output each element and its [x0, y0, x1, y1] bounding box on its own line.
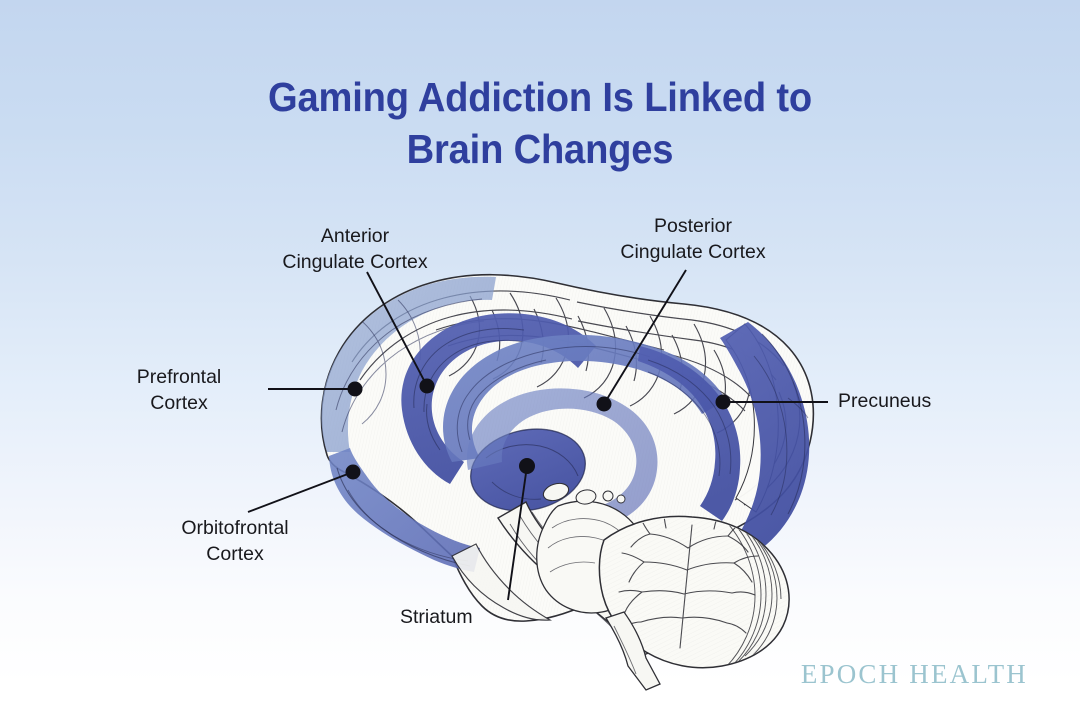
callout-label-posterior-cingulate-cortex: Posterior Cingulate Cortex [620, 215, 766, 263]
leader-line-posterior-cingulate-cortex [603, 269, 687, 405]
dot-anterior-cingulate-cortex [419, 378, 435, 394]
subcortical-nuclei [542, 482, 626, 505]
dot-precuneus [715, 394, 731, 410]
cerebellum [598, 515, 790, 669]
callout-dots [345, 378, 731, 480]
region-posterior-cingulate-cortex [638, 346, 741, 521]
epoch-health-logo: EPOCH HEALTH [800, 659, 1028, 689]
medulla [605, 611, 661, 691]
thalamus-fornix-arch [466, 388, 658, 526]
leader-line-striatum [507, 465, 528, 601]
dot-orbitofrontal-cortex [345, 464, 361, 480]
dot-striatum [519, 458, 535, 474]
callout-label-orbitofrontal-cortex: Orbitofrontal Cortex [181, 517, 289, 565]
callout-label-striatum: Striatum [400, 606, 473, 628]
callout-label-precuneus: Precuneus [838, 390, 932, 412]
leader-line-orbitofrontal-cortex [247, 471, 354, 513]
region-precuneus [720, 322, 810, 552]
cerebrum-base [320, 273, 815, 622]
callout-label-prefrontal-cortex: Prefrontal Cortex [136, 366, 222, 414]
page-title: Gaming Addiction Is Linked to Brain Chan… [268, 74, 812, 172]
leader-line-anterior-cingulate-cortex [366, 271, 428, 387]
dot-posterior-cingulate-cortex [596, 396, 612, 412]
dot-prefrontal-cortex [347, 381, 363, 397]
region-anterior-cingulate-cortex [401, 313, 596, 484]
region-striatum [470, 428, 586, 512]
brainstem [497, 501, 657, 659]
cortex-hatch [321, 274, 814, 622]
callout-label-anterior-cingulate-cortex: Anterior Cingulate Cortex [282, 225, 428, 273]
white-matter-gap [725, 323, 779, 513]
region-prefrontal-cortex [321, 276, 496, 452]
cortex-engraving [351, 290, 801, 506]
region-cingulate-arch [443, 334, 726, 462]
pons [536, 500, 648, 614]
region-orbitofrontal-cortex [329, 448, 480, 572]
